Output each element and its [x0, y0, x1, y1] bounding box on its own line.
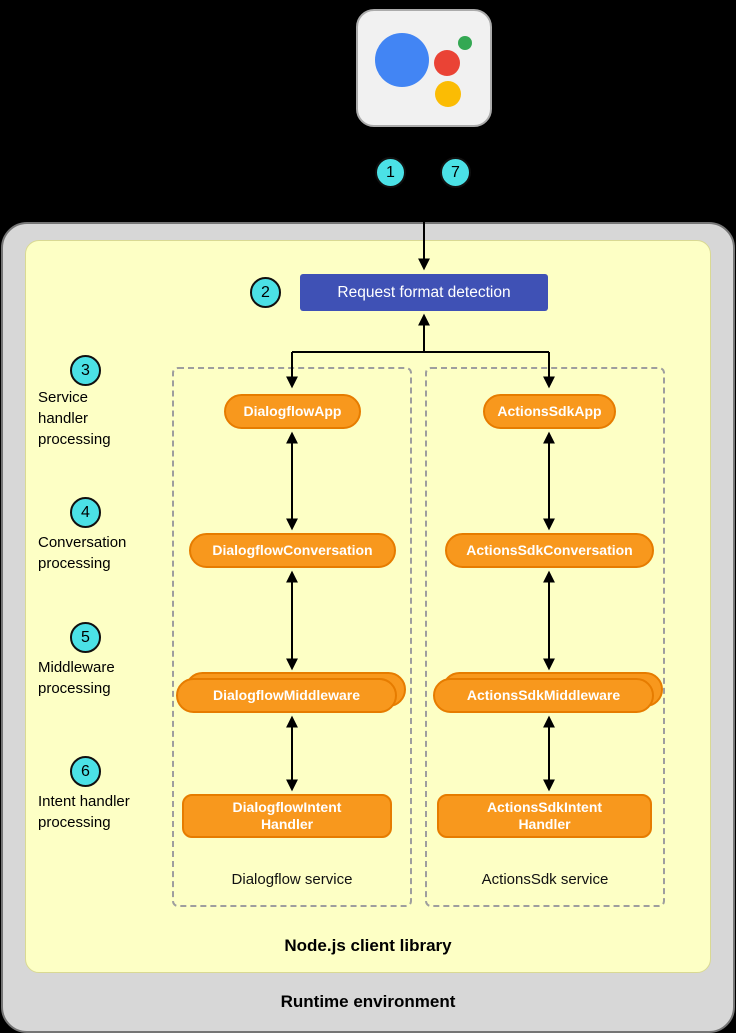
service-handler-processing-label: Service handler processing — [38, 387, 150, 450]
actionssdk-middleware-node: ActionsSdkMiddleware — [433, 678, 654, 713]
label-line: Middleware — [38, 659, 115, 676]
node-label-line: ActionsSdkIntent — [486, 799, 603, 815]
google-assistant-logo — [356, 9, 492, 127]
nodejs-client-library-container — [25, 240, 711, 973]
label-line: processing — [38, 814, 111, 831]
assistant-green-dot-icon — [458, 36, 472, 50]
step-4-badge: 4 — [70, 497, 101, 528]
actionssdk-intent-handler-node: ActionsSdkIntent Handler — [437, 794, 652, 838]
step-2-badge: 2 — [250, 277, 281, 308]
dialogflow-service-caption: Dialogflow service — [231, 871, 353, 888]
node-label-line: DialogflowIntent — [232, 799, 342, 815]
label-line: processing — [38, 680, 111, 697]
actionssdk-service-caption: ActionsSdk service — [481, 871, 609, 888]
runtime-environment-label: Runtime environment — [280, 992, 456, 1011]
step-3-badge: 3 — [70, 355, 101, 386]
request-format-detection-box: Request format detection — [300, 274, 548, 311]
step-1-badge: 1 — [375, 157, 406, 188]
node-label-line: Handler — [260, 816, 314, 832]
label-line: Service — [38, 389, 89, 406]
client-library-label: Node.js client library — [284, 936, 452, 955]
step-7-badge: 7 — [440, 157, 471, 188]
label-line: processing — [38, 555, 111, 572]
dialogflow-middleware-node: DialogflowMiddleware — [176, 678, 397, 713]
conversation-processing-label: Conversation processing — [38, 532, 150, 574]
step-5-badge: 5 — [70, 622, 101, 653]
dialogflow-intent-handler-node: DialogflowIntent Handler — [182, 794, 392, 838]
label-line: processing — [38, 431, 111, 448]
dialogflow-app-node: DialogflowApp — [224, 394, 361, 429]
intent-handler-processing-label: Intent handler processing — [38, 791, 150, 833]
actionssdk-service-box — [425, 367, 665, 907]
middleware-processing-label: Middleware processing — [38, 657, 150, 699]
assistant-red-circle-icon — [434, 50, 460, 76]
label-line: Intent handler — [38, 793, 130, 810]
label-line: Conversation — [38, 534, 127, 551]
step-6-badge: 6 — [70, 756, 101, 787]
assistant-yellow-circle-icon — [435, 81, 461, 107]
actionssdk-conversation-node: ActionsSdkConversation — [445, 533, 654, 568]
assistant-blue-circle-icon — [375, 33, 429, 87]
dialogflow-conversation-node: DialogflowConversation — [189, 533, 396, 568]
node-label-line: Handler — [518, 816, 571, 832]
label-line: handler — [38, 410, 89, 427]
actionssdk-app-node: ActionsSdkApp — [483, 394, 616, 429]
